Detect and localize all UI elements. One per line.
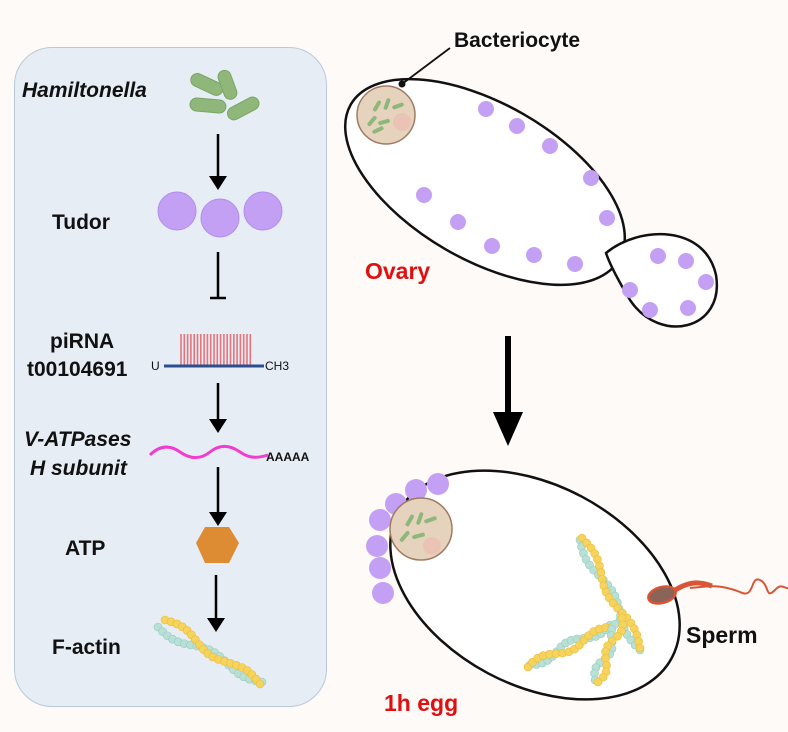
vitellogenin-dot [650,248,666,264]
sperm-icon [647,578,788,605]
actin-monomer [255,679,265,689]
label-ovary: Ovary [365,258,431,284]
label-sperm: Sperm [686,622,758,648]
tudor-dot [372,582,394,604]
tudor-dot [405,479,427,501]
tudor-protein-icon [157,191,283,238]
atp-hexagon-icon [196,527,239,563]
label-pirna-id: t00104691 [27,358,128,381]
mrna-icon [148,444,269,460]
label-hamiltonella: Hamiltonella [22,79,147,102]
vitellogenin-dot [542,138,558,154]
vitellogenin-dot [680,300,696,316]
vitellogenin-dot [509,118,525,134]
vitellogenin-dot [416,187,432,203]
bacteriocyte-egg-icon [389,497,453,561]
pirna-5prime-label: U [151,359,160,373]
vitellogenin-dot [526,247,542,263]
vitellogenin-dot [583,170,599,186]
vitellogenin-dot [567,256,583,272]
label-tudor: Tudor [52,211,110,234]
actin-monomer [635,643,645,653]
tudor-dot [366,535,388,557]
egg-icon [366,469,681,701]
actin-monomer [593,677,603,687]
vitellogenin-dot [622,282,638,298]
vitellogenin-dot [678,253,694,269]
pirna-icon [164,334,264,368]
label-atp: ATP [65,537,106,560]
tudor-dot [369,509,391,531]
label-bacteriocyte: Bacteriocyte [454,29,581,52]
actin-filament-icon [153,615,267,689]
vitellogenin-dot [642,302,658,318]
mrna-polya-label: AAAAA [266,450,310,464]
label-pirna: piRNA [50,330,115,353]
label-1h-egg: 1h egg [384,690,459,716]
label-vatpase: V-ATPases [24,428,132,451]
tudor-dot [427,473,449,495]
pathway-panel [14,47,327,707]
bacteria-icon [189,69,260,121]
vitellogenin-dot [599,210,615,226]
label-vatpase-subunit: H subunit [30,457,127,480]
vitellogenin-dot [450,214,466,230]
tudor-dot [369,557,391,579]
pirna-3prime-label: CH3 [265,359,290,373]
vitellogenin-dot [478,101,494,117]
label-factin: F-actin [52,636,121,659]
vitellogenin-dot [698,274,714,290]
ovary-icon [343,47,719,328]
vitellogenin-dot [484,238,500,254]
